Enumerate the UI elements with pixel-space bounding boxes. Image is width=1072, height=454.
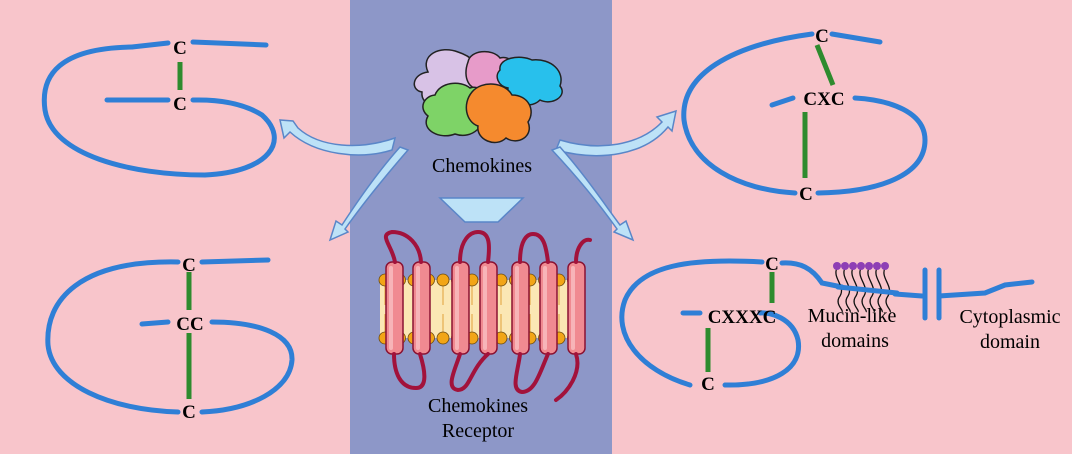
cysteine-label-bottom: C [799, 184, 813, 205]
arrow-to-cx3c-chemokine [550, 146, 635, 242]
cysteine-label-bottom: C [173, 94, 187, 115]
helix-highlight [389, 266, 393, 350]
transmembrane-helix [511, 261, 530, 355]
mucin-glycan [849, 262, 857, 270]
mucin-label-line1: Mucin-like [808, 305, 897, 327]
mucin-chain [867, 267, 875, 313]
peptide-chain-loop [45, 259, 181, 415]
arrow-to-c-chemokine [279, 119, 397, 156]
cytoplasmic-label-line2: domain [980, 331, 1040, 353]
mucin-glycan [841, 262, 849, 270]
helix-highlight [515, 266, 519, 350]
mucin-glycan [833, 262, 841, 270]
receptor-loops [384, 229, 592, 402]
arrow-to-cc-chemokine [328, 146, 410, 242]
transmembrane-helix [539, 261, 558, 355]
peptide-chain-loop [815, 95, 928, 196]
mucin-label-line2: domains [821, 330, 889, 352]
mucin-like-domains [833, 262, 900, 313]
transmembrane-helix [412, 261, 431, 355]
peptide-chain-loop [41, 44, 277, 178]
receptor-loop [513, 352, 550, 395]
mucin-chain [843, 267, 851, 313]
cysteine-label-top: C [173, 38, 187, 59]
peptide-chain-loop [199, 319, 295, 415]
receptor-loop [458, 229, 491, 264]
helix-highlight [571, 266, 575, 350]
cysteine-label-bottom: C [182, 402, 196, 423]
mucin-chain [835, 267, 843, 313]
disulfide-bond [814, 44, 836, 86]
cysteine-label-top: C [765, 254, 779, 275]
transmembrane-helix [567, 261, 586, 355]
arrow-to-receptor [438, 197, 525, 223]
helix-highlight [455, 266, 459, 350]
receptor-loop [554, 352, 580, 402]
receptor-loop [518, 231, 550, 264]
mucin-chain [851, 267, 859, 313]
receptor-loop [392, 352, 427, 391]
cysteine-label-top: C [815, 26, 829, 47]
receptor-label-line2: Receptor [442, 420, 515, 442]
cx3c-motif-label: CXXXC [708, 307, 777, 328]
peptide-chain-loop [681, 31, 815, 196]
stalk-segment [892, 291, 925, 299]
peptide-chain-segment [769, 95, 796, 108]
peptide-chain-segment [129, 40, 171, 50]
cxc-motif-label: CXC [803, 89, 844, 110]
mucin-chain [875, 267, 883, 313]
peptide-chain-loop [722, 310, 802, 388]
cytoplasmic-label-line1: Cytoplasmic [959, 306, 1060, 328]
receptor-label-line1: Chemokines [428, 395, 528, 417]
cxc-chemokine-structure: C CXC C [681, 26, 928, 205]
helix-highlight [543, 266, 547, 350]
cytoplasmic-tail [936, 279, 1035, 299]
mucin-glycan [865, 262, 873, 270]
cx3c-chemokine-structure: C CXXXC C Mucin-like domains Cytoplasmic… [619, 254, 1061, 395]
chemokine-blob-orange [465, 83, 532, 144]
cc-motif-label: CC [176, 314, 203, 335]
cysteine-label-top: C [182, 255, 196, 276]
cc-chemokine-structure: C CC C [45, 255, 295, 423]
lipid-head [436, 273, 450, 287]
transmembrane-helices [385, 261, 586, 355]
receptor-loop [384, 229, 423, 264]
helix-highlight [483, 266, 487, 350]
stalk-segment [835, 284, 900, 296]
mucin-glycan [857, 262, 865, 270]
cysteine-label-bottom: C [701, 374, 715, 395]
chemokine-receptor-icon [378, 229, 592, 402]
mucin-glycan [873, 262, 881, 270]
mucin-glycan [881, 262, 889, 270]
receptor-loop [449, 352, 490, 393]
right-panel-background [612, 0, 1072, 454]
chemokine-cluster-icon [413, 49, 563, 144]
mucin-chain [859, 267, 867, 313]
transmembrane-helix [451, 261, 470, 355]
mucin-chain [883, 267, 891, 313]
transmembrane-helix [385, 261, 404, 355]
peptide-chain-loop [619, 258, 765, 388]
peptide-chain-segment [199, 257, 271, 265]
peptide-chain-segment [829, 31, 883, 45]
peptide-chain-segment [139, 319, 171, 327]
receptor-loop [574, 237, 592, 264]
helix-highlight [416, 266, 420, 350]
transmembrane-helix [479, 261, 498, 355]
left-panel-background [0, 0, 350, 454]
chemokines-label: Chemokines [432, 155, 532, 177]
arrow-to-cxc-chemokine [554, 109, 677, 157]
arrows [279, 109, 677, 242]
lipid-head [436, 331, 450, 345]
c-chemokine-structure: C C [41, 38, 277, 178]
peptide-chain-segment [190, 39, 269, 48]
stalk-segment [779, 260, 845, 290]
